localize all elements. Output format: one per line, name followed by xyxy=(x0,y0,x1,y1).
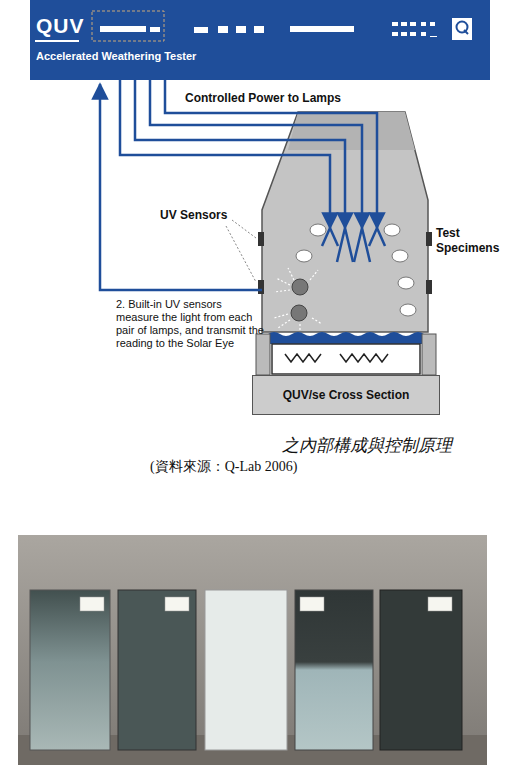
leg xyxy=(256,334,270,375)
panel-title: Accelerated Weathering Tester xyxy=(36,50,196,62)
panel-displays xyxy=(100,18,472,40)
uv-sensor xyxy=(426,280,432,294)
sample-stickers xyxy=(80,597,452,611)
figure-caption: 之內部構成與控制原理 xyxy=(282,434,452,457)
uv-sensor xyxy=(258,232,264,246)
glass-sample xyxy=(380,590,462,750)
highlight-box xyxy=(92,11,164,41)
base-label: QUV/se Cross Section xyxy=(283,388,410,402)
heater-frame xyxy=(272,344,420,374)
uv-rays xyxy=(274,268,322,330)
photo-background xyxy=(18,535,487,765)
chamber-top xyxy=(288,112,415,150)
glass-sample xyxy=(30,590,110,750)
leader-lines xyxy=(226,220,256,282)
base-box: QUV/se Cross Section xyxy=(252,375,440,415)
glass-sample xyxy=(295,590,373,750)
control-panel-box: QUV Accelerated Weathering Tester xyxy=(30,0,490,80)
power-label: Controlled Power to Lamps xyxy=(185,91,341,105)
glass-sample xyxy=(205,590,287,750)
sensor-label: UV Sensors xyxy=(160,208,227,222)
specimen-label: Test Specimens xyxy=(436,226,500,256)
heater-element xyxy=(285,354,388,362)
glass-sample xyxy=(118,590,196,750)
sensor-feedback-line xyxy=(100,84,262,290)
test-specimens xyxy=(296,224,416,316)
brand-logo: QUV xyxy=(36,14,85,38)
control-panel xyxy=(30,0,490,80)
leg xyxy=(422,334,436,375)
step-note: 2. Built-in UV sensors measure the light… xyxy=(116,298,264,350)
power-lines xyxy=(120,80,385,262)
water-pan xyxy=(268,332,434,344)
uv-sensor xyxy=(426,232,432,246)
source-note: (資料來源：Q-Lab 2006) xyxy=(150,458,297,476)
q-logo-tail xyxy=(464,30,468,34)
uv-lamps xyxy=(291,279,308,321)
uv-sensor xyxy=(258,280,264,294)
logo-underline xyxy=(35,40,79,42)
